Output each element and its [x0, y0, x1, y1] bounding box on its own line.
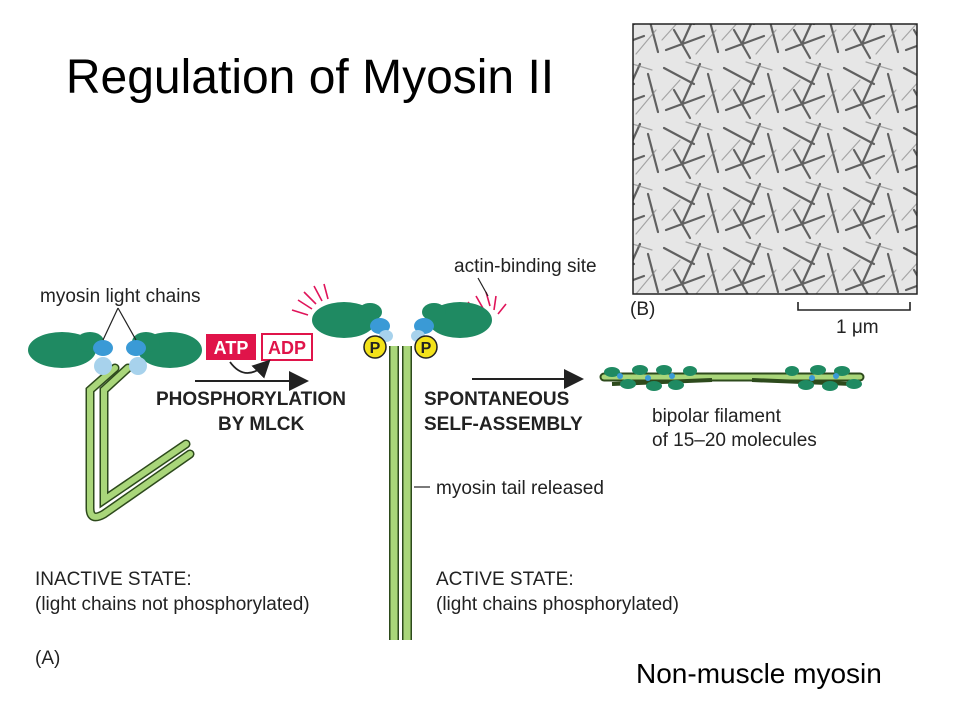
svg-text:P: P	[370, 340, 381, 357]
electron-micrograph	[632, 23, 918, 295]
phosphate-left: P	[363, 335, 387, 359]
assembly-label-1: SPONTANEOUS	[424, 389, 569, 410]
inactive-state-label: INACTIVE STATE:	[35, 569, 192, 590]
light-chains-leader	[102, 307, 137, 341]
svg-text:ATP: ATP	[214, 338, 249, 358]
active-state-detail: (light chains phosphorylated)	[436, 594, 679, 615]
filament-label-1: bipolar filament	[652, 406, 782, 427]
atp-badge: ATP	[206, 334, 256, 360]
adp-badge: ADP	[261, 333, 313, 361]
inactive-state-detail: (light chains not phosphorylated)	[35, 594, 310, 615]
scale-bar	[797, 302, 911, 311]
phosphate-right: P	[414, 335, 438, 359]
micrograph-panel-label: (B)	[630, 299, 655, 320]
inactive-myosin	[28, 332, 202, 522]
scale-bar-label: 1 μm	[836, 317, 879, 338]
assembly-label-2: SELF-ASSEMBLY	[424, 414, 583, 435]
active-state-label: ACTIVE STATE:	[436, 569, 574, 590]
light-chains-label: myosin light chains	[40, 286, 201, 307]
svg-text:ADP: ADP	[268, 338, 306, 358]
bipolar-filament	[599, 365, 865, 391]
active-myosin	[291, 283, 507, 640]
phosphorylation-label-2: BY MLCK	[218, 414, 304, 435]
phosphorylation-label-1: PHOSPHORYLATION	[156, 389, 346, 410]
filament-label-2: of 15–20 molecules	[652, 430, 817, 451]
footer-caption: Non-muscle myosin	[636, 658, 882, 689]
atp-conversion-arrow	[229, 359, 271, 379]
actin-binding-site-label: actin-binding site	[454, 256, 597, 277]
actin-glow-left	[291, 283, 329, 316]
actin-site-leader	[477, 277, 489, 297]
svg-text:P: P	[421, 340, 432, 357]
tail-released-label: myosin tail released	[436, 478, 604, 499]
diagram-panel-label: (A)	[35, 648, 60, 669]
slide-title: Regulation of Myosin II	[65, 51, 555, 104]
